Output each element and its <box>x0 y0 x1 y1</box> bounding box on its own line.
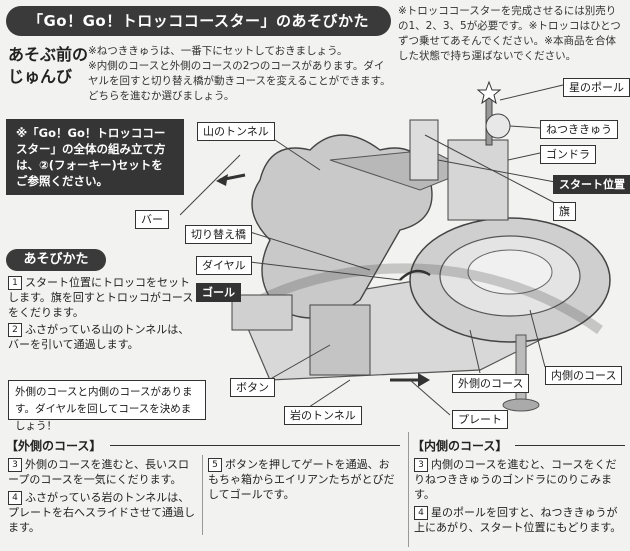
preparation-heading-line1: あそぶ前の <box>8 44 88 66</box>
label-bar: バー <box>135 210 169 229</box>
inner-step-4-text: 星のポールを回すと、ねつききゅうが上にあがり、スタート位置にもどります。 <box>414 506 621 534</box>
top-note: ※トロッココースターを完成させるには別売りの1、2、3、5が必要です。※トロッコ… <box>398 4 626 64</box>
support-pole <box>516 335 526 405</box>
outer-step-4-number: 4 <box>8 491 22 505</box>
outer-step-5-text: ボタンを押してゲートを通過、おもちゃ箱からエイリアンたちがとびだしてゴールです。 <box>208 458 395 501</box>
bar-arrow-head <box>216 174 228 186</box>
label-rock-tunnel: 岩のトンネル <box>284 406 362 425</box>
label-gondola: ゴンドラ <box>540 145 596 164</box>
pole-base <box>503 399 539 411</box>
howto-step-2-number: 2 <box>8 323 22 337</box>
outer-column-divider <box>202 455 203 535</box>
outer-course-heading: 【外側のコース】 <box>6 437 101 454</box>
leader-gondola <box>508 153 540 160</box>
outer-step-4-text: ふさがっている岩のトンネルは、プレートを右へスライドさせて通過します。 <box>8 491 195 534</box>
section-divider <box>408 432 409 547</box>
toy-box <box>310 305 370 375</box>
plate-arrow-head <box>418 373 430 387</box>
howto-step-2-text: ふさがっている山のトンネルは、バーを引いて通過します。 <box>8 323 189 351</box>
leader-balloon <box>510 126 540 128</box>
label-balloon: ねつききゅう <box>540 120 618 139</box>
label-star-pole: 星のポール <box>563 78 630 97</box>
label-goal: ゴール <box>196 283 241 302</box>
label-button: ボタン <box>230 378 275 397</box>
label-mountain-tunnel: 山のトンネル <box>197 122 275 141</box>
balloon <box>486 114 510 138</box>
course-hint-box: 外側のコースと内側のコースがあります。ダイヤルを回してコースを決めましょう！ <box>8 380 206 420</box>
outer-step-3-text: 外側のコースを進むと、長いスロープのコースを一気にくだります。 <box>8 458 189 486</box>
howto-step-1-number: 1 <box>8 276 22 290</box>
inner-course-heading: 【内側のコース】 <box>412 437 507 454</box>
inner-step-3-text: 内側のコースを進むと、コースをくだりねつききゅうのゴンドラにのりこみます。 <box>414 458 616 501</box>
leader-bar <box>180 155 240 215</box>
outer-step-3-number: 3 <box>8 458 22 472</box>
assembly-note-box: ※「Go！Go！トロッココースター」の全体の組み立て方は、②(フォーキー)セット… <box>6 119 184 195</box>
leader-star-pole <box>500 85 563 100</box>
preparation-note-1: ※ねつききゅうは、一番下にセットしておきましょう。 <box>88 44 394 59</box>
outer-course-divider <box>110 445 400 446</box>
start-tower <box>410 120 438 180</box>
howto-heading: あそびかた <box>6 249 106 271</box>
leader-plate <box>410 380 450 415</box>
preparation-heading: あそぶ前の じゅんび <box>8 44 88 88</box>
outer-step-5-number: 5 <box>208 458 222 472</box>
label-flag: 旗 <box>553 202 576 221</box>
preparation-heading-line2: じゅんび <box>8 66 88 88</box>
label-switch-bridge: 切り替え橋 <box>185 225 252 244</box>
label-start: スタート位置 <box>553 175 630 194</box>
howto-step-1-text: スタート位置にトロッコをセットします。旗を回すとトロッコがコースをくだります。 <box>8 276 193 319</box>
label-inner-course: 内側のコース <box>545 366 622 385</box>
label-outer-course: 外側のコース <box>452 374 529 393</box>
inner-step-3-number: 3 <box>414 458 428 472</box>
label-plate: プレート <box>452 410 508 429</box>
inner-course-divider <box>515 445 625 446</box>
inner-step-4-number: 4 <box>414 506 428 520</box>
label-dial: ダイヤル <box>196 256 252 275</box>
page-title: 「Go！Go！トロッココースター」のあそびかた <box>6 6 391 36</box>
goal-area <box>232 295 292 330</box>
